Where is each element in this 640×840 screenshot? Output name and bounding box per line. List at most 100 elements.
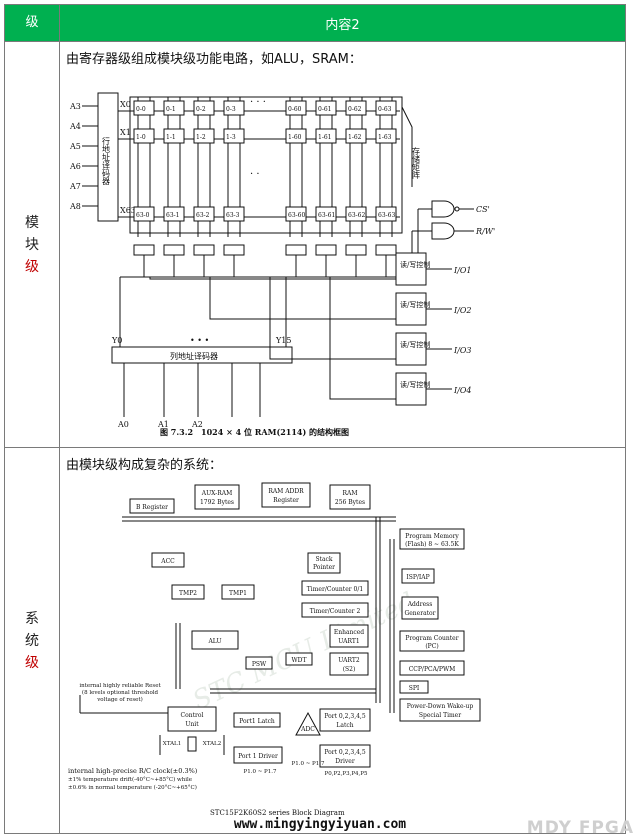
level-char: 级 [25, 654, 39, 671]
level-char: 统 [25, 632, 39, 649]
memory-cell [133, 206, 155, 222]
io-pin-2: I/O2 [453, 306, 472, 315]
column-switch [315, 244, 337, 256]
timer01-block [301, 580, 369, 596]
control-unit-block [167, 706, 217, 732]
memory-cell-label: 63-2 [196, 212, 210, 219]
aux-ram-size: 1792 Bytes [200, 499, 234, 506]
addr-a4: A4 [69, 122, 81, 131]
acc-block [151, 552, 185, 568]
control-unit-label: Control [181, 712, 204, 719]
port0235-driver-block [319, 744, 371, 768]
memory-cell [163, 128, 185, 144]
column-switch [375, 244, 397, 256]
port1-latch-label: Port1 Latch [239, 718, 275, 725]
content-table: 级 内容2 模 块 级 由寄存器级组成模块级功能电路，如ALU，SRAM： A3… [4, 4, 626, 834]
io-pin-3: I/O3 [453, 346, 472, 355]
power-down-block [399, 698, 481, 722]
tmp2-block [171, 584, 205, 600]
address-generator-label: Address [407, 601, 433, 608]
isp-iap-block [401, 568, 435, 584]
address-generator-label-2: Generator [404, 610, 435, 617]
memory-cell [345, 128, 367, 144]
footer-url: www.mingyingyiyuan.com [233, 817, 407, 832]
memory-cell-label: 0-1 [166, 106, 176, 113]
col-decoder-box [111, 346, 293, 364]
control-unit-label-2: Unit [185, 721, 199, 728]
alu-label: ALU [207, 638, 221, 645]
system-level-content: 由模块级构成复杂的系统： STC MCU Limited [59, 447, 626, 834]
acc-label: ACC [160, 558, 175, 565]
column-switch [285, 244, 307, 256]
memory-cell-label: 1-61 [318, 134, 331, 141]
address-generator-block [401, 596, 439, 620]
memory-cell [133, 128, 155, 144]
rw-control-2 [395, 292, 427, 326]
spi-label: SPI [409, 685, 420, 692]
module-caption: 由寄存器级组成模块级功能电路，如ALU，SRAM： [66, 52, 362, 67]
addr-a7: A7 [69, 182, 81, 191]
p1-pins-label: P1.0 ~ P1.7 [244, 769, 278, 775]
memory-cell-label: 0-0 [136, 106, 146, 113]
stack-pointer-label-2: Pointer [313, 564, 335, 571]
level-char: 块 [25, 236, 39, 253]
memory-cell-label: 1-60 [288, 134, 302, 141]
ram-addr-label: RAM ADDR [268, 488, 304, 495]
rw-control-1 [395, 252, 427, 286]
addr-a5: A5 [69, 142, 81, 151]
port0235-driver-label-2: Driver [335, 758, 355, 765]
program-counter-label: Program Counter [405, 635, 458, 642]
header-row: 级 内容2 [4, 4, 626, 42]
rw-control-3 [395, 332, 427, 366]
port1-latch-block [233, 712, 281, 728]
rw-label: 读/写控制 [400, 380, 430, 389]
memory-cell [163, 206, 185, 222]
ccp-label: CCP/PCA/PWM [409, 666, 456, 673]
col-addr-a2: A2 [191, 420, 203, 429]
rw-label: 读/写控制 [400, 340, 430, 349]
memory-cell [223, 206, 245, 222]
row-line-x1: X1 [120, 128, 131, 137]
memory-cell [345, 206, 367, 222]
alu-block [191, 630, 239, 650]
rw-control-4 [395, 372, 427, 406]
enhanced-uart1-block [329, 624, 369, 648]
uart2-block [329, 652, 369, 676]
adc-block [295, 711, 321, 736]
memory-cell-label: 63-0 [136, 212, 150, 219]
memory-cell-label: 1-63 [378, 134, 392, 141]
level-char: 模 [25, 214, 39, 231]
ccp-block [399, 660, 465, 676]
header-level: 级 [4, 4, 60, 42]
uart2-label: UART2 [338, 657, 360, 664]
wdt-block [285, 652, 313, 666]
ram-figure-caption: 图 7.3.2 1024 × 4 位 RAM(2114) 的结构框图 [160, 427, 349, 437]
uart2-label-2: (S2) [343, 666, 356, 673]
clock-note-2: ±1% temperature drift(-40°C~+85°C) while [68, 776, 192, 783]
memory-cell-label: 63-63 [378, 212, 395, 219]
memory-cell-label: 0-62 [348, 106, 362, 113]
io-route [269, 277, 396, 360]
io-pin-4: I/O4 [453, 386, 472, 395]
col-addr-a0: A0 [117, 420, 129, 429]
stack-pointer-label: Stack [315, 556, 332, 563]
memory-cell-label: 1-0 [136, 134, 146, 141]
memory-cell [223, 128, 245, 144]
memory-cell [193, 206, 215, 222]
reset-note-3: voltage of reset) [96, 696, 143, 703]
tmp2-label: TMP2 [179, 590, 197, 597]
power-down-label: Power-Down Wake-up [407, 703, 474, 710]
clock-note: internal high-precise R/C clock(±0.3%) [68, 767, 198, 775]
memory-cell-label: 63-3 [226, 212, 240, 219]
col-line-y0: Y0 [111, 336, 122, 345]
memory-cell [375, 128, 397, 144]
addr-a8: A8 [69, 202, 81, 211]
memory-cell [375, 100, 397, 116]
io-route [209, 277, 396, 320]
memory-cell [315, 100, 337, 116]
tmp1-label: TMP1 [229, 590, 247, 597]
adc-label: ADC [300, 726, 315, 733]
level-char: 系 [25, 610, 39, 627]
aux-ram-label: AUX-RAM [201, 490, 232, 497]
system-level-label: 系 统 级 [4, 447, 60, 834]
